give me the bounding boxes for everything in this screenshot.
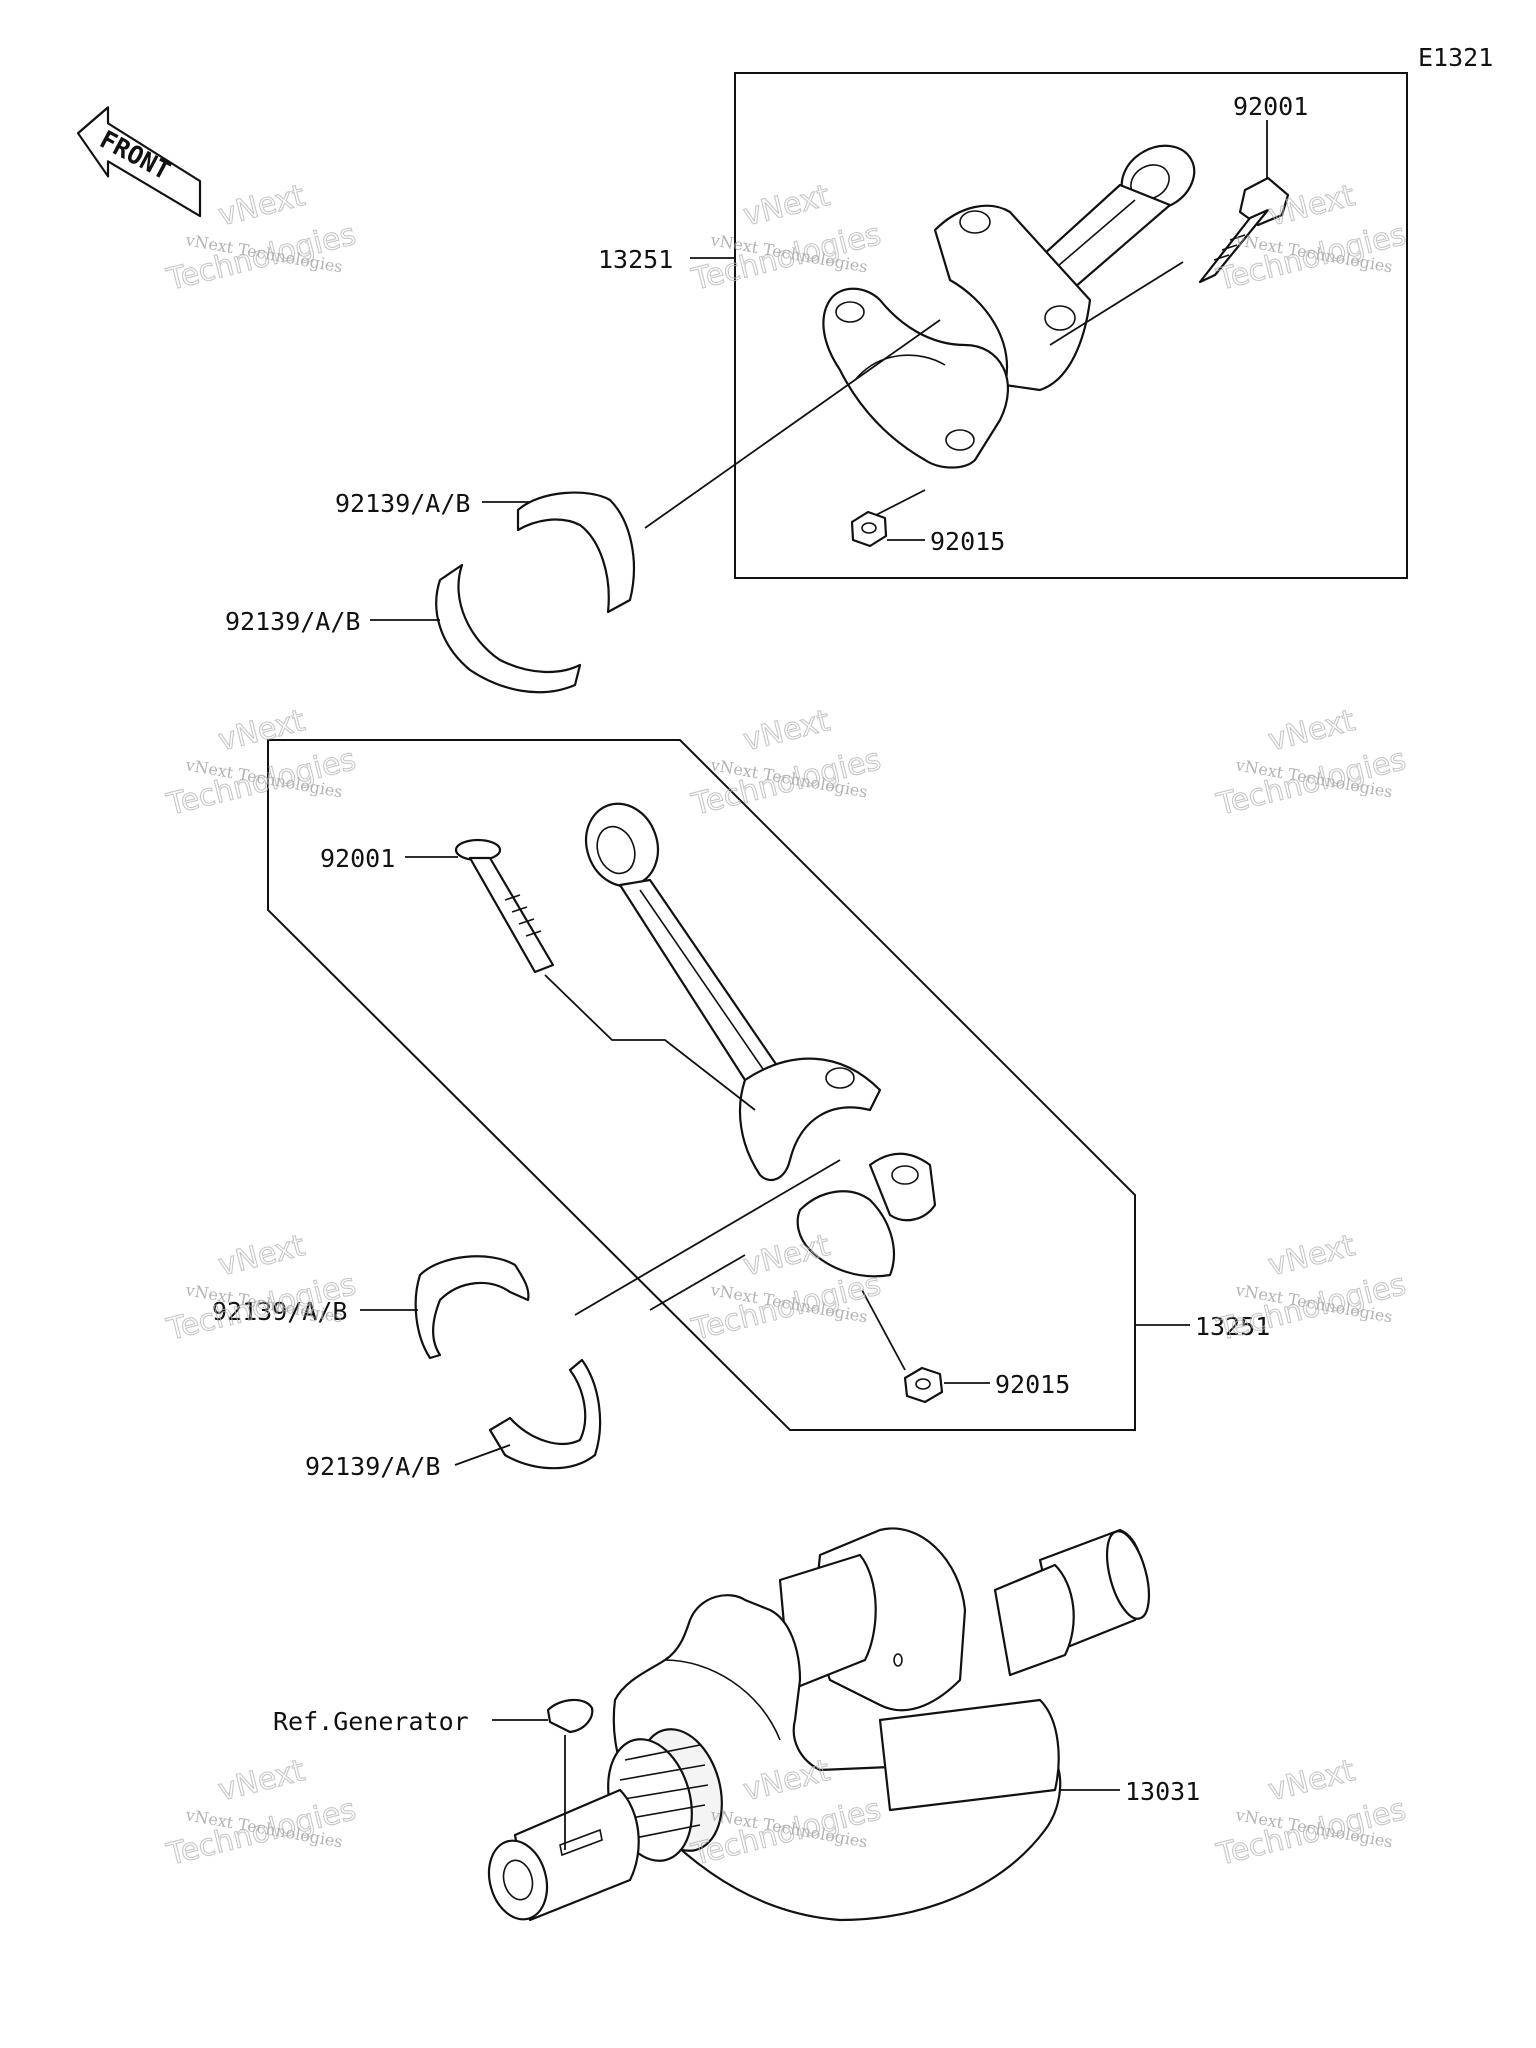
watermark-brand-text: vNext xyxy=(215,703,309,758)
crankshaft xyxy=(487,1527,1151,1922)
label-ref-generator: Ref.Generator xyxy=(273,1707,469,1736)
upper-bearing-shell-2 xyxy=(435,563,582,694)
label-top-nut: 92015 xyxy=(930,527,1005,556)
watermark-brand-text: vNext xyxy=(740,178,834,233)
lower-leaders xyxy=(360,856,1190,1466)
lower-bearing-shell-2 xyxy=(488,1358,602,1470)
lower-connecting-rod xyxy=(585,802,882,1182)
label-mid-rod: 13251 xyxy=(1195,1312,1270,1341)
upper-group-frame xyxy=(734,72,1408,579)
label-mid-bolt: 92001 xyxy=(320,844,395,873)
lower-rod-cap xyxy=(796,1152,937,1278)
upper-rod-cap xyxy=(822,287,1010,469)
watermark-brand-text: vNext xyxy=(1265,1753,1359,1808)
label-mid-nut: 92015 xyxy=(995,1370,1070,1399)
upper-rod-bolt-icon xyxy=(1198,176,1290,284)
watermark-brand-text: vNext xyxy=(740,1228,834,1283)
label-crankshaft: 13031 xyxy=(1125,1777,1200,1806)
label-mid-bearing-lower: 92139/A/B xyxy=(305,1452,440,1481)
lower-group-frame xyxy=(267,739,1136,1431)
upper-leaders xyxy=(370,120,1268,621)
watermark-brand-text: vNext xyxy=(1265,1228,1359,1283)
label-top-bearing-upper: 92139/A/B xyxy=(335,489,470,518)
upper-rod-nut-icon xyxy=(850,510,888,548)
watermark-brand-text: vNext xyxy=(1265,703,1359,758)
label-top-rod: 13251 xyxy=(598,245,673,274)
label-top-bolt: 92001 xyxy=(1233,92,1308,121)
label-top-bearing-lower: 92139/A/B xyxy=(225,607,360,636)
watermark-brand-text: vNext xyxy=(215,1753,309,1808)
watermark-brand-text: vNext xyxy=(740,703,834,758)
lower-rod-bolt-icon xyxy=(454,838,555,974)
lower-bearing-shell-1 xyxy=(414,1255,530,1360)
crankshaft-leaders xyxy=(492,1719,1120,1850)
front-arrow-icon: FRONT xyxy=(76,106,202,218)
diagram-code: E1321 xyxy=(1418,43,1493,72)
label-mid-bearing-upper: 92139/A/B xyxy=(212,1297,347,1326)
watermark-brand-text: vNext xyxy=(215,1228,309,1283)
lower-rod-nut-icon xyxy=(903,1366,944,1404)
woodruff-key-icon xyxy=(546,1698,594,1734)
upper-bearing-shell-1 xyxy=(516,491,636,614)
watermark-brand-text: vNext xyxy=(215,178,309,233)
